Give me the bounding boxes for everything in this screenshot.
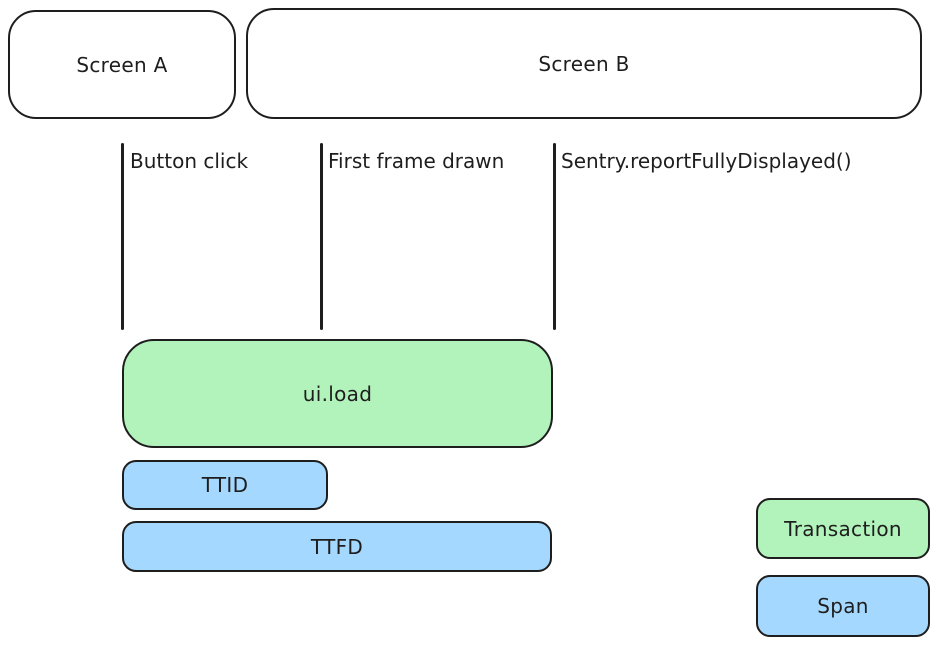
ttid-label: TTID bbox=[201, 473, 249, 497]
button-click-label: Button click bbox=[130, 149, 249, 173]
report-fully-displayed-label: Sentry.reportFullyDisplayed() bbox=[561, 149, 852, 173]
ttfd-span-bar: TTFD bbox=[122, 521, 552, 572]
ttid-span-bar: TTID bbox=[122, 460, 328, 510]
ui-load-label: ui.load bbox=[302, 381, 373, 406]
button-click-marker-line bbox=[121, 143, 124, 330]
first-frame-drawn-marker-line bbox=[320, 143, 323, 330]
screen-b-box: Screen B bbox=[246, 8, 922, 119]
screen-a-box: Screen A bbox=[8, 10, 236, 119]
legend-span-box: Span bbox=[756, 575, 930, 637]
ui-load-transaction-bar: ui.load bbox=[122, 339, 553, 448]
ttfd-label: TTFD bbox=[310, 534, 364, 559]
first-frame-drawn-label: First frame drawn bbox=[328, 149, 505, 173]
screen-a-label: Screen A bbox=[76, 52, 168, 77]
legend-transaction-label: Transaction bbox=[784, 516, 902, 541]
report-fully-displayed-marker-line bbox=[553, 143, 556, 330]
legend-transaction-box: Transaction bbox=[756, 498, 930, 559]
legend-span-label: Span bbox=[817, 594, 869, 618]
screen-b-label: Screen B bbox=[538, 51, 630, 76]
